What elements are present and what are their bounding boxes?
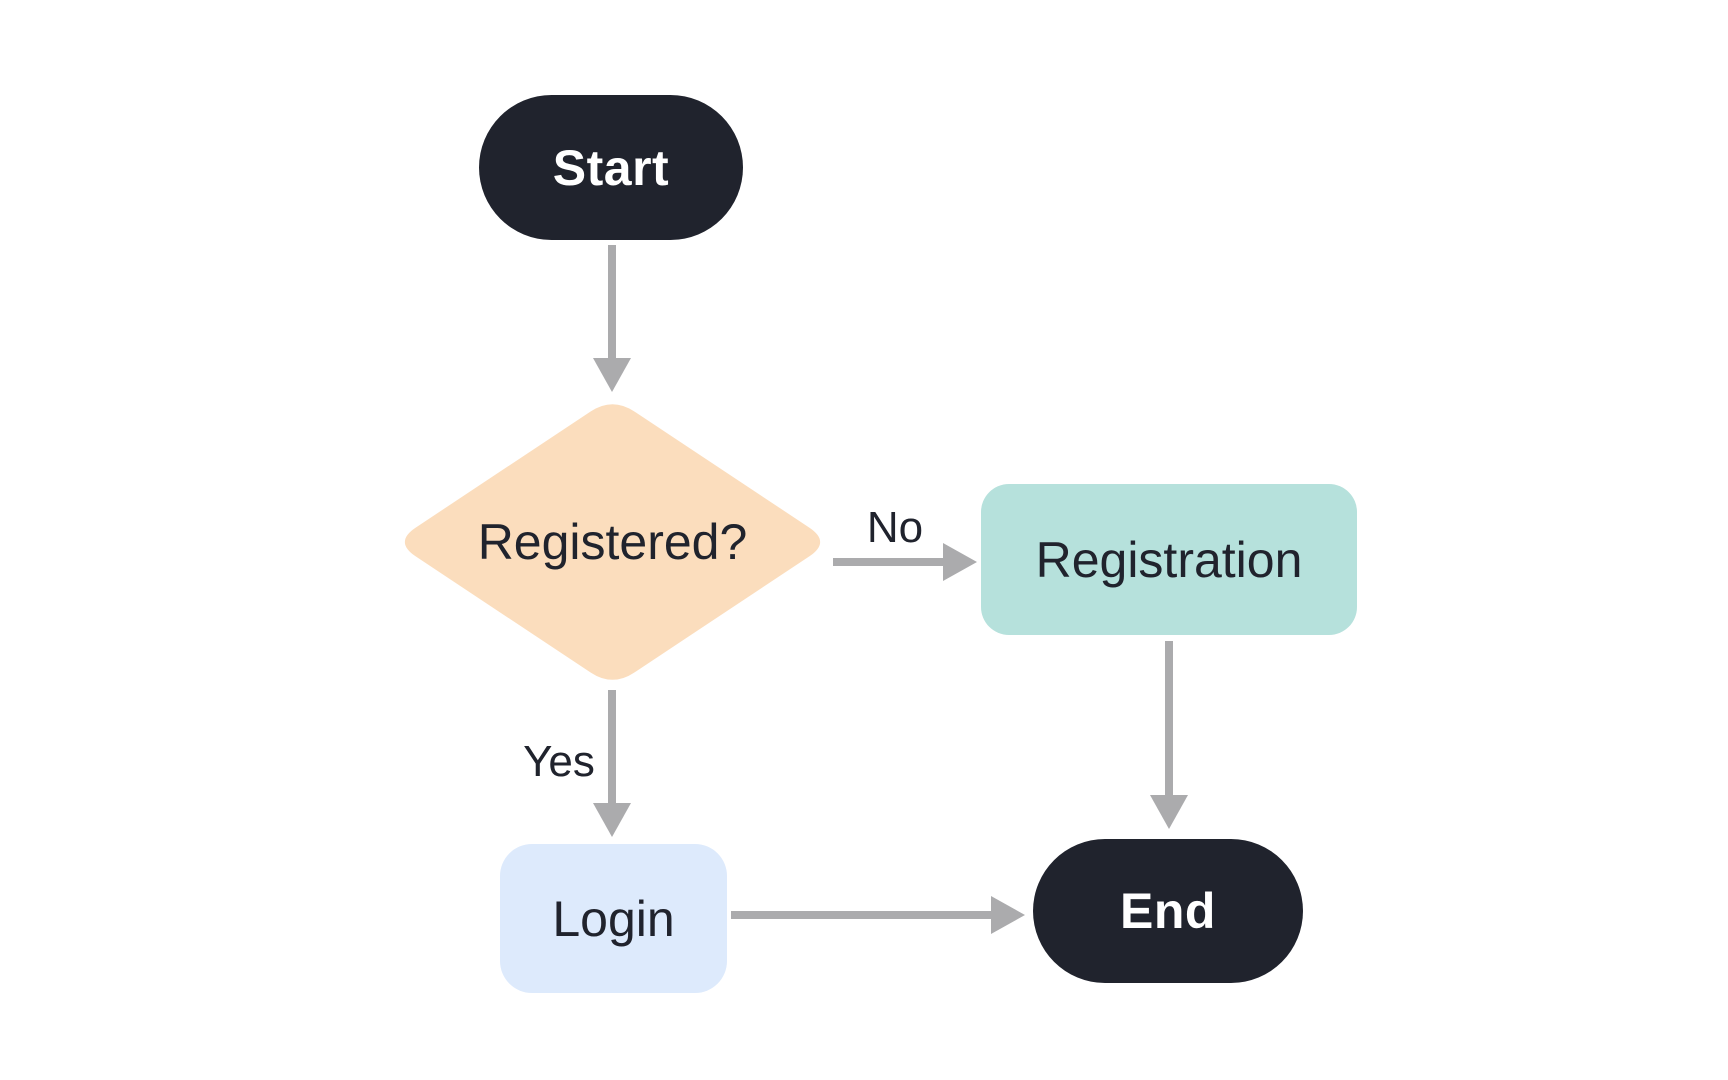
registration-node-label: Registration (1035, 531, 1303, 588)
start-node-label: Start (552, 139, 670, 196)
edge-registered-to-registration-line (833, 558, 943, 566)
start-node: Start (479, 95, 743, 240)
edge-login-to-end-line (731, 911, 991, 919)
edge-registered-to-login-line (608, 690, 616, 803)
end-node-label: End (1120, 883, 1216, 939)
arrowhead-down-icon (1150, 795, 1188, 829)
edge-label-yes: Yes (523, 737, 595, 786)
arrowhead-right-icon (991, 896, 1025, 934)
registration-node: Registration (981, 484, 1357, 635)
login-node-label: Login (552, 890, 675, 947)
decision-node-label: Registered? (477, 514, 748, 570)
arrowhead-down-icon (593, 358, 631, 392)
edge-registration-to-end-line (1165, 641, 1173, 795)
arrowhead-right-icon (943, 543, 977, 581)
arrowhead-down-icon (593, 803, 631, 837)
edge-start-to-registered-line (608, 245, 616, 358)
diamond-shape (404, 404, 821, 680)
login-node: Login (500, 844, 727, 993)
edge-label-no: No (866, 503, 924, 552)
diamond-path (404, 404, 821, 680)
decision-node-registered: Registered? (394, 397, 831, 687)
end-node: End (1033, 839, 1303, 983)
